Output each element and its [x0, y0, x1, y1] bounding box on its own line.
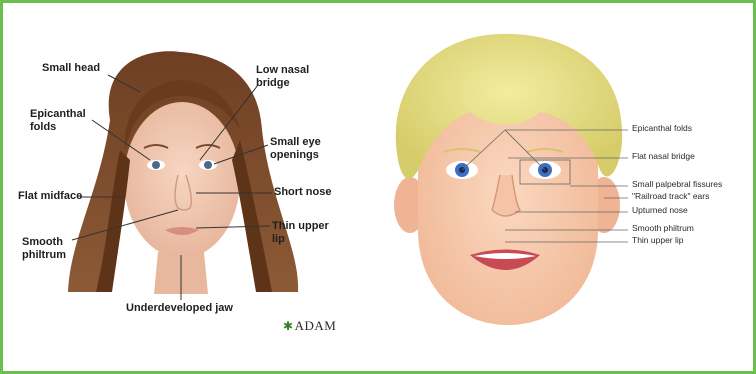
label-flat-nasal-bridge: Flat nasal bridge: [632, 152, 695, 162]
adam-star-icon: ✱: [283, 319, 294, 333]
label-epicanthal-folds-left: Epicanthal folds: [30, 108, 86, 133]
label-underdeveloped-jaw: Underdeveloped jaw: [126, 302, 233, 315]
label-smooth-philtrum-left: Smooth philtrum: [22, 236, 66, 261]
label-thin-upper-lip-right: Thin upper lip: [632, 236, 684, 246]
label-upturned-nose: Upturned nose: [632, 206, 688, 216]
label-smooth-philtrum-right: Smooth philtrum: [632, 224, 694, 234]
label-flat-midface: Flat midface: [18, 190, 82, 203]
label-low-nasal-bridge: Low nasal bridge: [256, 64, 309, 89]
adam-logo-text: ADAM: [295, 318, 337, 333]
label-epicanthal-folds-right: Epicanthal folds: [632, 124, 692, 134]
label-small-palpebral-fissures: Small palpebral fissures: [632, 180, 722, 190]
label-railroad-track-ears: "Railroad track" ears: [632, 192, 709, 202]
label-thin-upper-lip-left: Thin upper lip: [272, 220, 329, 245]
label-small-eye-openings: Small eye openings: [270, 136, 321, 161]
label-short-nose: Short nose: [274, 186, 331, 199]
right-face-illustration: [394, 34, 622, 325]
adam-logo: ✱ADAM: [283, 318, 336, 334]
label-small-head: Small head: [42, 62, 100, 75]
